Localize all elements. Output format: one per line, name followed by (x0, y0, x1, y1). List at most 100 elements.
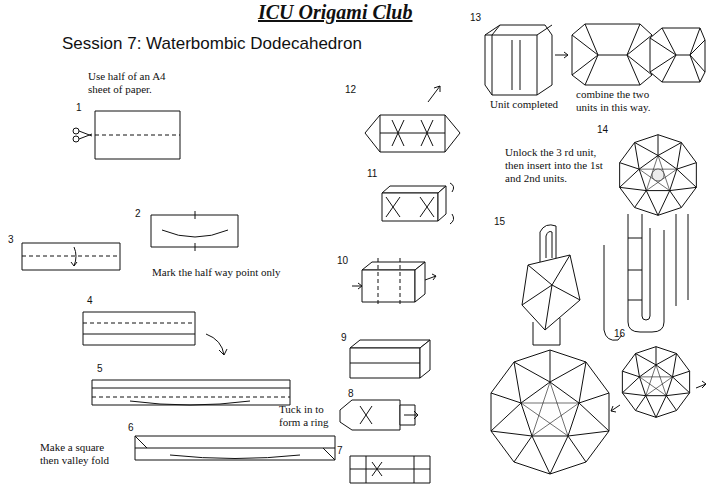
step-number: 15 (494, 216, 505, 227)
step-number: 5 (97, 363, 103, 374)
step15-figure (522, 225, 622, 345)
line-art (533, 318, 560, 345)
step13-figure (485, 24, 705, 95)
step4-figure (83, 312, 227, 355)
line-art (135, 436, 335, 460)
line-art (382, 186, 446, 193)
step14-figure (620, 135, 697, 332)
step-number: 13 (470, 12, 481, 23)
session-heading: Session 7: Waterbombic Dodecahedron (62, 34, 362, 54)
step-number: 3 (8, 234, 14, 245)
page-title: ICU Origami Club (258, 1, 412, 24)
step-number: 12 (345, 84, 356, 95)
line-art (350, 456, 430, 483)
step8-figure (340, 400, 418, 430)
instruction-note: Unit completed (490, 98, 558, 111)
step5-figure (92, 380, 290, 405)
line-art (350, 469, 430, 470)
line-art (130, 401, 250, 405)
line-art (151, 215, 238, 247)
line-art (352, 274, 436, 289)
step-number: 7 (337, 445, 343, 456)
step-number: 6 (128, 422, 134, 433)
line-art (135, 436, 335, 460)
step-number: 16 (614, 328, 625, 339)
line-art (676, 214, 688, 306)
line-art (95, 135, 180, 136)
line-art (386, 197, 434, 217)
line-art (555, 52, 568, 58)
line-art (71, 247, 77, 266)
step-number: 11 (367, 168, 377, 179)
line-art (73, 136, 79, 142)
line-art (546, 232, 552, 259)
step3-figure (22, 243, 120, 270)
line-art (22, 243, 120, 270)
line-art (170, 455, 300, 459)
instruction-note: Unlock the 3 rd unit, then insert into t… (505, 146, 611, 185)
step-number: 9 (341, 332, 347, 343)
line-art (622, 347, 689, 418)
line-art (360, 406, 418, 424)
line-art (522, 255, 580, 330)
line-art (378, 258, 400, 306)
line-art (450, 183, 454, 224)
line-art (628, 238, 642, 300)
line-art (92, 380, 290, 405)
line-art (572, 24, 652, 85)
line-art (162, 230, 228, 237)
line-art (83, 323, 195, 324)
line-art (604, 245, 622, 340)
line-art (415, 262, 425, 302)
line-art (485, 25, 552, 95)
line-art (485, 25, 552, 95)
line-art (92, 388, 290, 389)
step-number: 2 (135, 208, 141, 219)
line-art (420, 340, 430, 378)
step6-figure (135, 436, 335, 460)
step-number: 14 (597, 124, 608, 135)
line-art (642, 214, 650, 320)
line-art (438, 186, 446, 221)
line-art (380, 115, 445, 152)
line-art (83, 334, 195, 335)
step1-figure (73, 111, 180, 159)
line-art (611, 381, 706, 412)
line-art (620, 135, 697, 216)
line-art (83, 312, 195, 345)
line-art (366, 456, 414, 483)
line-art (540, 225, 556, 262)
line-art (650, 28, 705, 82)
instruction-note: Mark the half way point only (152, 266, 322, 279)
line-art (92, 397, 290, 398)
instruction-note: Make a square then valley fold (40, 441, 122, 467)
line-art (95, 111, 180, 159)
step11-figure (382, 183, 454, 224)
line-art (572, 24, 652, 85)
line-art (362, 270, 415, 302)
line-art (428, 86, 440, 102)
line-art (522, 255, 580, 330)
line-art (195, 211, 196, 251)
line-art (79, 131, 92, 139)
line-art (512, 40, 520, 90)
step16-figure (611, 347, 706, 418)
line-art (340, 400, 400, 430)
step-number: 4 (87, 295, 93, 306)
line-art (350, 340, 430, 348)
step-number: 1 (76, 102, 82, 113)
line-art (652, 169, 664, 181)
line-art (135, 448, 335, 449)
line-art (350, 348, 420, 378)
step-number: 8 (348, 388, 354, 399)
step2-figure (151, 211, 238, 251)
line-art (365, 115, 460, 152)
line-art (382, 193, 438, 221)
line-art (491, 350, 609, 474)
step10-figure (352, 258, 436, 306)
line-art (22, 256, 120, 257)
line-art (650, 28, 705, 82)
instruction-note: combine the two units in this way. (576, 88, 671, 114)
finished-dodecahedron (491, 350, 609, 474)
